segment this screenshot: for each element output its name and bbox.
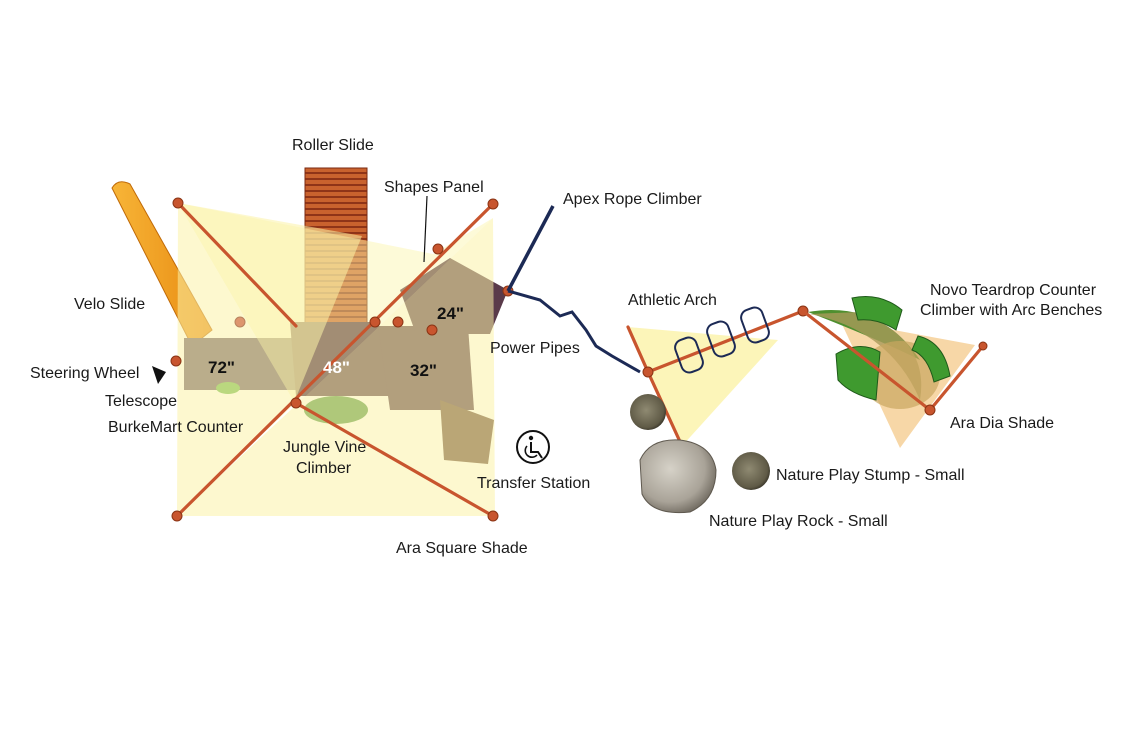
label-jungle-vine-climber-line1: Jungle Vine — [283, 439, 366, 456]
wheelchair-icon — [516, 430, 550, 464]
label-telescope: Telescope — [105, 393, 177, 410]
nature-play-rock — [639, 439, 717, 514]
deck-height-24: 24" — [437, 304, 464, 323]
label-jungle-vine-climber-line2: Climber — [296, 460, 352, 477]
label-roller-slide: Roller Slide — [292, 137, 374, 154]
label-nature-play-rock: Nature Play Rock - Small — [709, 513, 888, 530]
deck-height-labels: 72" 48" 32" 24" — [208, 304, 464, 380]
label-shapes-panel: Shapes Panel — [384, 179, 484, 196]
arrow-marker-icon — [152, 366, 166, 384]
label-athletic-arch: Athletic Arch — [628, 292, 717, 309]
nature-play-stump-left — [630, 394, 666, 430]
component-labels: Roller Slide Shapes Panel Apex Rope Clim… — [30, 137, 1102, 557]
apex-rope-climber — [506, 205, 555, 292]
deck-height-48: 48" — [323, 358, 350, 377]
ara-square-shade — [171, 197, 499, 522]
label-steering-wheel: Steering Wheel — [30, 365, 139, 382]
power-pipes — [507, 289, 641, 374]
label-ara-dia-shade: Ara Dia Shade — [950, 415, 1054, 432]
label-novo-teardrop-line1: Novo Teardrop Counter — [930, 282, 1097, 299]
deck-height-32: 32" — [410, 361, 437, 380]
label-power-pipes: Power Pipes — [490, 340, 580, 357]
label-burkemart-counter: BurkeMart Counter — [108, 419, 244, 436]
structure-posts — [170, 243, 514, 409]
deck-height-72: 72" — [208, 358, 235, 377]
label-transfer-station: Transfer Station — [477, 475, 590, 492]
label-apex-rope-climber: Apex Rope Climber — [563, 191, 702, 208]
label-ara-square-shade: Ara Square Shade — [396, 540, 528, 557]
label-novo-teardrop-line2: Climber with Arc Benches — [920, 302, 1102, 319]
novo-teardrop-climber — [801, 296, 988, 448]
label-velo-slide: Velo Slide — [74, 296, 145, 313]
leader-lines — [423, 195, 428, 263]
nature-play-items — [630, 394, 770, 514]
arc-bench-right — [911, 335, 951, 383]
nature-play-stump-small — [732, 452, 770, 490]
label-nature-play-stump: Nature Play Stump - Small — [776, 467, 965, 484]
arc-bench-top — [851, 296, 903, 331]
